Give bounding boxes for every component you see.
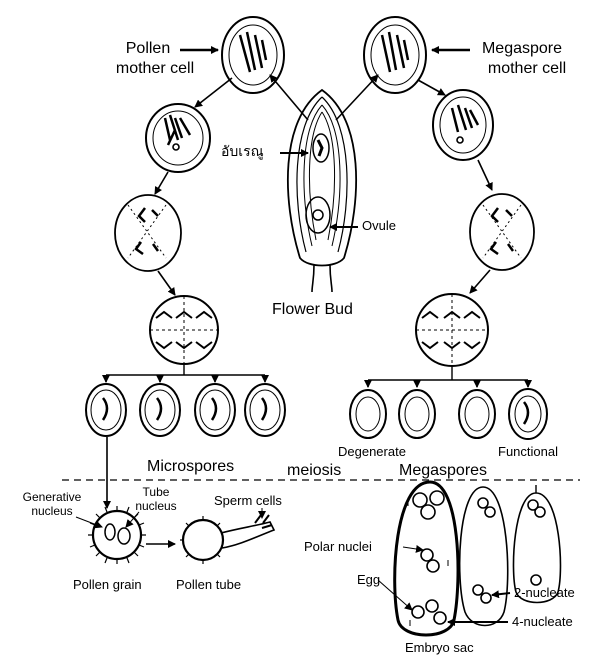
megaspore-mother-cell-label-2: mother cell bbox=[472, 60, 582, 78]
pollen-tube-label: Pollen tube bbox=[176, 578, 241, 593]
megaspore-degenerate-2 bbox=[399, 390, 435, 438]
pollen-tube bbox=[180, 515, 274, 564]
microspore-2 bbox=[140, 384, 180, 436]
generative-nucleus-label-line2: nucleus bbox=[14, 505, 90, 519]
megaspore-degenerate-1 bbox=[350, 390, 386, 438]
microspore-4 bbox=[245, 384, 285, 436]
generative-nucleus-label-line1: Generative bbox=[14, 491, 90, 505]
tube-nucleus-label-line2: nucleus bbox=[126, 500, 186, 514]
megaspore-tetrad bbox=[416, 294, 488, 366]
pollen-tetrad bbox=[150, 296, 218, 364]
pollen-cell-stage3 bbox=[115, 195, 181, 271]
microspore-1 bbox=[86, 384, 126, 436]
egg-label: Egg bbox=[357, 573, 380, 588]
meiosis-label: meiosis bbox=[287, 462, 341, 480]
pollen-mother-cell-label-line1: Pollen bbox=[118, 40, 178, 58]
microspore-3 bbox=[195, 384, 235, 436]
pollen-mother-cell-label-2: mother cell bbox=[100, 60, 210, 78]
ovule-label: Ovule bbox=[362, 219, 396, 234]
sperm-cells-label: Sperm cells bbox=[214, 494, 282, 509]
megaspore-mother-cell-label: Megaspore bbox=[472, 40, 572, 58]
pollen-mother-cell-label: Pollen bbox=[118, 40, 178, 58]
embryo-sac-label: Embryo sac bbox=[405, 641, 474, 656]
functional-label: Functional bbox=[498, 445, 558, 460]
megaspore-degenerate-3 bbox=[459, 390, 495, 438]
megaspores-label: Megaspores bbox=[399, 462, 487, 480]
degenerate-label: Degenerate bbox=[338, 445, 406, 460]
tube-nucleus-label-line1: Tube bbox=[126, 486, 186, 500]
polar-nuclei-label: Polar nuclei bbox=[304, 540, 372, 555]
pollen-grain-label: Pollen grain bbox=[73, 578, 142, 593]
megaspore-functional bbox=[509, 389, 547, 439]
pollen-cell-stage2 bbox=[146, 104, 210, 172]
megaspore-mother-cell bbox=[364, 17, 426, 93]
megaspore-mother-cell-label-line1: Megaspore bbox=[472, 40, 572, 58]
two-nucleate-label: 2-nucleate bbox=[514, 586, 575, 601]
megaspore-cell-stage2 bbox=[433, 90, 493, 160]
embryo-sac-two-nucleate bbox=[460, 487, 508, 626]
embryo-sac-four-nucleate bbox=[395, 482, 458, 635]
generative-nucleus-label: Generative nucleus bbox=[14, 491, 90, 519]
megaspore-cell-stage3 bbox=[470, 194, 534, 270]
megaspore-mother-cell-label-line2: mother cell bbox=[472, 60, 582, 78]
pollen-mother-cell-label-line2: mother cell bbox=[100, 60, 210, 78]
flower-bud-illustration bbox=[288, 90, 356, 292]
microspores-label: Microspores bbox=[147, 458, 234, 476]
four-nucleate-label: 4-nucleate bbox=[512, 615, 573, 630]
tube-nucleus-label: Tube nucleus bbox=[126, 486, 186, 514]
anther-label: อับเรณู bbox=[221, 144, 264, 160]
flower-bud-label: Flower Bud bbox=[272, 301, 353, 319]
